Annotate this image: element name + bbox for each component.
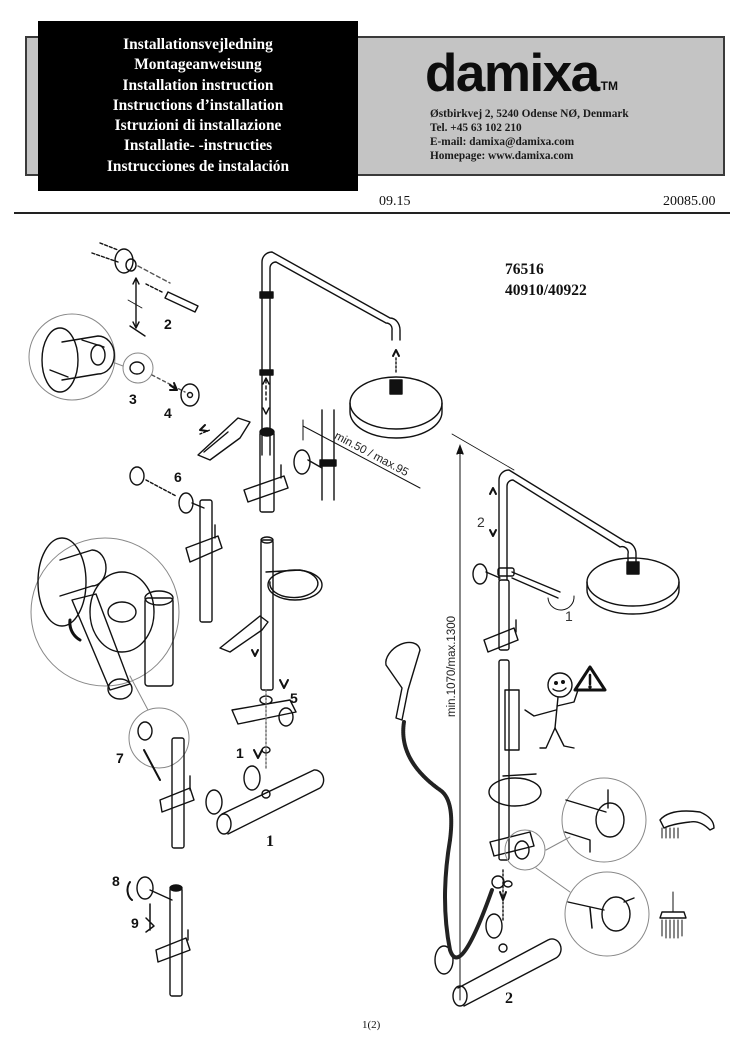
height-dimension-label: min.1070/max.1300	[446, 615, 458, 717]
title-italian: Istruzioni di installazione	[114, 117, 282, 135]
rain-shower-head-fig1	[349, 349, 443, 439]
step-label-3: 3	[129, 391, 137, 407]
page-number: 1(2)	[362, 1019, 381, 1031]
title-dutch: Installatie- -instructies	[123, 137, 273, 155]
wall-distance-detail	[293, 409, 421, 501]
step-label-1: 1	[236, 745, 244, 761]
step-label-8: 8	[112, 873, 120, 889]
title-danish: Installationsvejledning	[123, 36, 273, 54]
rail-figure2	[434, 469, 637, 1007]
figure-caption-2: 2	[505, 990, 513, 1007]
title-french: Instructions d’installation	[112, 96, 284, 114]
title-english: Installation instruction	[122, 76, 274, 94]
brand-name: damixa	[425, 44, 600, 103]
model-numbers: 76516 40910/40922	[505, 259, 587, 301]
trademark: TM	[600, 79, 618, 93]
detail-circle-screwdriver	[30, 537, 195, 849]
step-label-5: 5	[290, 690, 298, 706]
title-spanish: Instrucciones de instalación	[106, 157, 290, 175]
wall-bracket-6	[129, 466, 223, 623]
address: Østbirkvej 2, 5240 Odense NØ, Denmark	[430, 108, 629, 120]
homepage: Homepage: www.damixa.com	[430, 150, 574, 162]
phone: Tel. +45 63 102 210	[430, 122, 522, 134]
step-label-7: 7	[116, 750, 124, 766]
title-german: Montageanweisung	[134, 56, 262, 74]
bracket-8-9	[126, 876, 191, 997]
rain-shower-head-fig2	[586, 557, 680, 615]
step-label-9: 9	[131, 915, 139, 931]
header-title-panel: Installationsvejledning Montageanweisung…	[38, 21, 358, 191]
detail-circles-diverter	[535, 777, 715, 957]
height-dimension	[451, 433, 515, 1001]
step-label-2: 2	[164, 316, 172, 332]
figure-caption-1: 1	[266, 833, 274, 850]
step-label-4: 4	[164, 405, 172, 421]
document-date: 09.15	[379, 194, 411, 209]
step-label-6: 6	[174, 469, 182, 485]
step-label-rotate: 1	[565, 608, 573, 624]
model-number-2: 40910/40922	[505, 282, 587, 299]
email: E-mail: damixa@damixa.com	[430, 136, 575, 148]
step-label-raise: 2	[477, 514, 485, 530]
detail-circle-bracket	[28, 313, 200, 407]
contact-info: Østbirkvej 2, 5240 Odense NØ, Denmark Te…	[430, 107, 629, 163]
model-number-1: 76516	[505, 261, 544, 278]
document-number: 20085.00	[663, 194, 716, 209]
header-divider	[14, 212, 730, 214]
wall-bracket-exploded	[91, 242, 199, 337]
hand-shower	[385, 641, 494, 960]
slider-lever	[197, 417, 251, 461]
rail-figure1	[205, 251, 401, 835]
stick-figure-warning	[524, 665, 607, 749]
